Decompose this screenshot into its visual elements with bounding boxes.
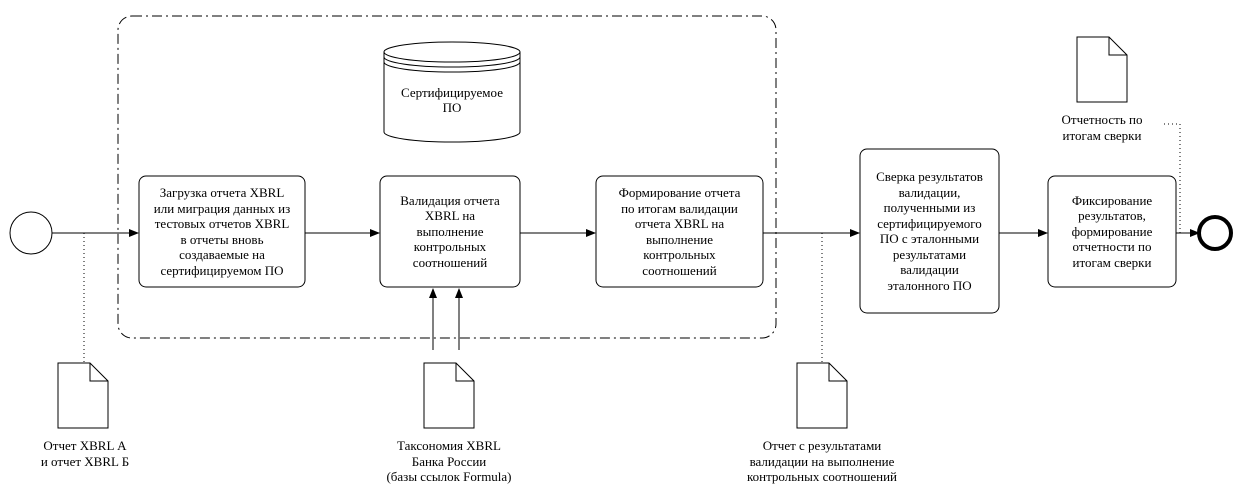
document-validation-report-label: Отчет с результатами валидации на выполн… (746, 438, 898, 484)
start-event-icon (9, 211, 53, 255)
task-load-label: Загрузка отчета XBRL или миграция данных… (153, 185, 291, 278)
task-form-report-box (595, 175, 764, 288)
task-fix-box (1047, 175, 1177, 288)
task-compare-box (859, 148, 1000, 314)
database-icon (383, 41, 521, 143)
task-validate-box (379, 175, 521, 288)
document-icon (57, 362, 109, 429)
database-label: Сертифицируемое ПО (401, 84, 503, 116)
group-boundary (117, 15, 777, 339)
sequence-flows (52, 229, 1200, 350)
document-input-reports-label: Отчет XBRL А и отчет XBRL Б (40, 438, 130, 469)
task-form-report-label: Формирование отчета по итогам валидации … (618, 185, 741, 278)
end-event-icon (1197, 215, 1233, 251)
task-validate-label: Валидация отчета XBRL на выполнение конт… (400, 192, 500, 270)
document-taxonomy-label: Таксономия XBRL Банка России (базы ссыло… (386, 438, 512, 484)
associations (83, 123, 1181, 362)
document-icon (1076, 36, 1128, 103)
task-load-box (138, 175, 306, 288)
task-compare-label: Сверка результатов валидации, полученным… (876, 169, 983, 293)
document-icon (423, 362, 475, 429)
document-icon (796, 362, 848, 429)
task-fix-label: Фиксирование результатов, формирование о… (1071, 192, 1153, 270)
document-reconciliation-report-label: Отчетность по итогам сверки (1042, 112, 1162, 143)
